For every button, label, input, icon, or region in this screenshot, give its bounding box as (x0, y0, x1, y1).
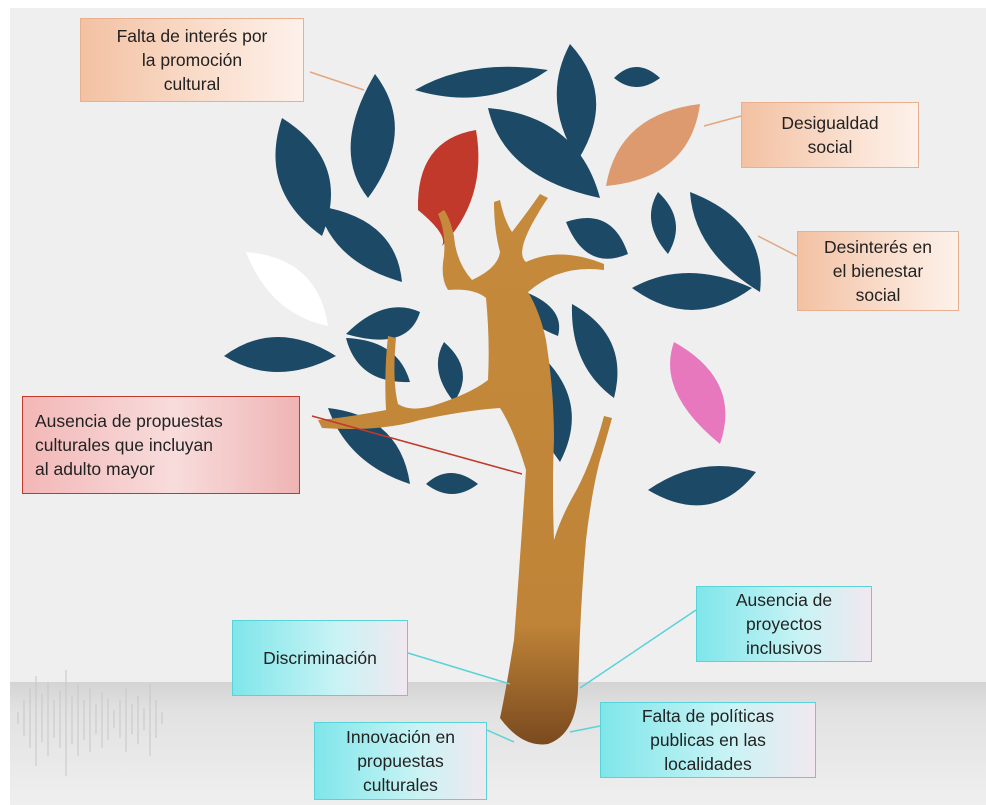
ground-band (10, 682, 986, 805)
leaves (224, 44, 761, 506)
leaf (275, 118, 331, 236)
leaf (488, 108, 600, 198)
connector-line (569, 725, 601, 733)
leaf (632, 273, 752, 310)
leaf (346, 307, 420, 340)
leaf (690, 192, 761, 292)
label-falta-interes: Falta de interés por la promoción cultur… (80, 18, 304, 102)
leaf-red (417, 130, 479, 248)
connector-line (579, 609, 697, 689)
label-falta-politicas: Falta de políticas publicas en las local… (600, 702, 816, 778)
leaf (426, 473, 478, 494)
leaf (437, 342, 463, 402)
leaf (318, 206, 402, 282)
soundwave-watermark (17, 670, 163, 776)
leaf (415, 66, 548, 98)
label-ausencia-propuestas: Ausencia de propuestas culturales que in… (22, 396, 300, 494)
leaf (556, 44, 597, 160)
connectors (309, 71, 798, 743)
label-discriminacion: Discriminación (232, 620, 408, 696)
connector-line (486, 729, 515, 743)
leaf (648, 466, 756, 506)
leaf-pink (670, 342, 726, 444)
connector-line (757, 235, 798, 257)
leaf-white (246, 252, 328, 326)
connector-line (311, 415, 523, 475)
leaf (614, 67, 660, 87)
label-desigualdad: Desigualdad social (741, 102, 919, 168)
leaf (650, 192, 676, 254)
label-ausencia-proyectos: Ausencia de proyectos inclusivos (696, 586, 872, 662)
connector-line (309, 71, 365, 91)
tree-trunk (318, 194, 612, 745)
leaf (566, 218, 628, 259)
label-desinteres: Desinterés en el bienestar social (797, 231, 959, 311)
connector-line (407, 652, 511, 685)
leaf (224, 337, 336, 372)
leaf (571, 304, 618, 398)
leaf (350, 74, 395, 198)
label-innovacion: Innovación en propuestas culturales (314, 722, 487, 800)
connector-line (703, 115, 742, 127)
leaf-peach (606, 104, 700, 186)
